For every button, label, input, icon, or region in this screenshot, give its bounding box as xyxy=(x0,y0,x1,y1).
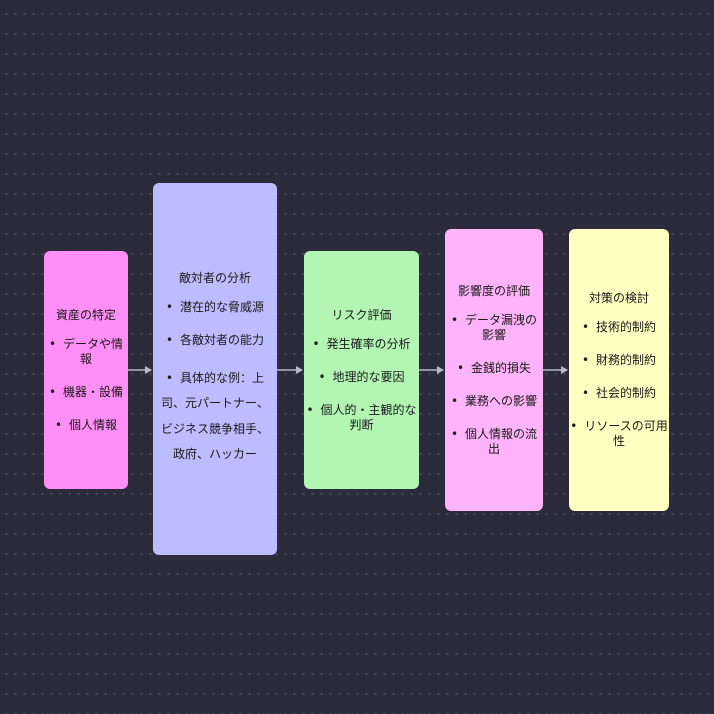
list-item: 技術的制約 xyxy=(569,320,669,335)
node-risk-assessment[interactable]: リスク評価 発生確率の分析 地理的な要因 個人的・主観的な判断 xyxy=(304,251,419,489)
list-item: 業務への影響 xyxy=(445,394,543,409)
list-item: 金銭的損失 xyxy=(445,361,543,376)
list-item: 潜在的な脅威源 xyxy=(153,300,277,315)
list-item: 各敵対者の能力 xyxy=(153,333,277,348)
node-countermeasure-review[interactable]: 対策の検討 技術的制約 財務的制約 社会的制約 リソースの可用性 xyxy=(569,229,669,511)
list-item: 個人的・主観的な判断 xyxy=(304,403,419,433)
node-title: 敵対者の分析 xyxy=(178,271,251,286)
node-title: 影響度の評価 xyxy=(457,283,530,298)
node-item-list: データや情報 機器・設備 個人情報 xyxy=(44,337,128,433)
list-item: 財務的制約 xyxy=(569,353,669,368)
node-impact-evaluation[interactable]: 影響度の評価 データ漏洩の影響 金銭的損失 業務への影響 個人情報の流出 xyxy=(445,229,543,511)
list-item: 地理的な要因 xyxy=(304,370,419,385)
list-item: データや情報 xyxy=(44,337,128,367)
node-title: リスク評価 xyxy=(331,307,392,322)
node-item-list: 潜在的な脅威源 各敵対者の能力 具体的な例：上司、元パートナー、ビジネス競争相手… xyxy=(153,300,277,467)
list-item-example: 具体的な例：上司、元パートナー、ビジネス競争相手、政府、ハッカー xyxy=(153,366,277,467)
node-item-list: 発生確率の分析 地理的な要因 個人的・主観的な判断 xyxy=(304,337,419,433)
list-item: 機器・設備 xyxy=(44,385,128,400)
node-adversary-analysis[interactable]: 敵対者の分析 潜在的な脅威源 各敵対者の能力 具体的な例：上司、元パートナー、ビ… xyxy=(153,183,277,555)
list-item: 発生確率の分析 xyxy=(304,337,419,352)
node-title: 資産の特定 xyxy=(55,307,116,322)
list-item: 社会的制約 xyxy=(569,386,669,401)
node-item-list: 技術的制約 財務的制約 社会的制約 リソースの可用性 xyxy=(569,320,669,449)
list-item: 個人情報 xyxy=(44,418,128,433)
node-item-list: データ漏洩の影響 金銭的損失 業務への影響 個人情報の流出 xyxy=(445,313,543,457)
node-asset-identification[interactable]: 資産の特定 データや情報 機器・設備 個人情報 xyxy=(44,251,128,489)
list-item: リソースの可用性 xyxy=(569,419,669,449)
node-title: 対策の検討 xyxy=(588,291,649,305)
list-item: 個人情報の流出 xyxy=(445,427,543,457)
list-item: データ漏洩の影響 xyxy=(445,313,543,343)
